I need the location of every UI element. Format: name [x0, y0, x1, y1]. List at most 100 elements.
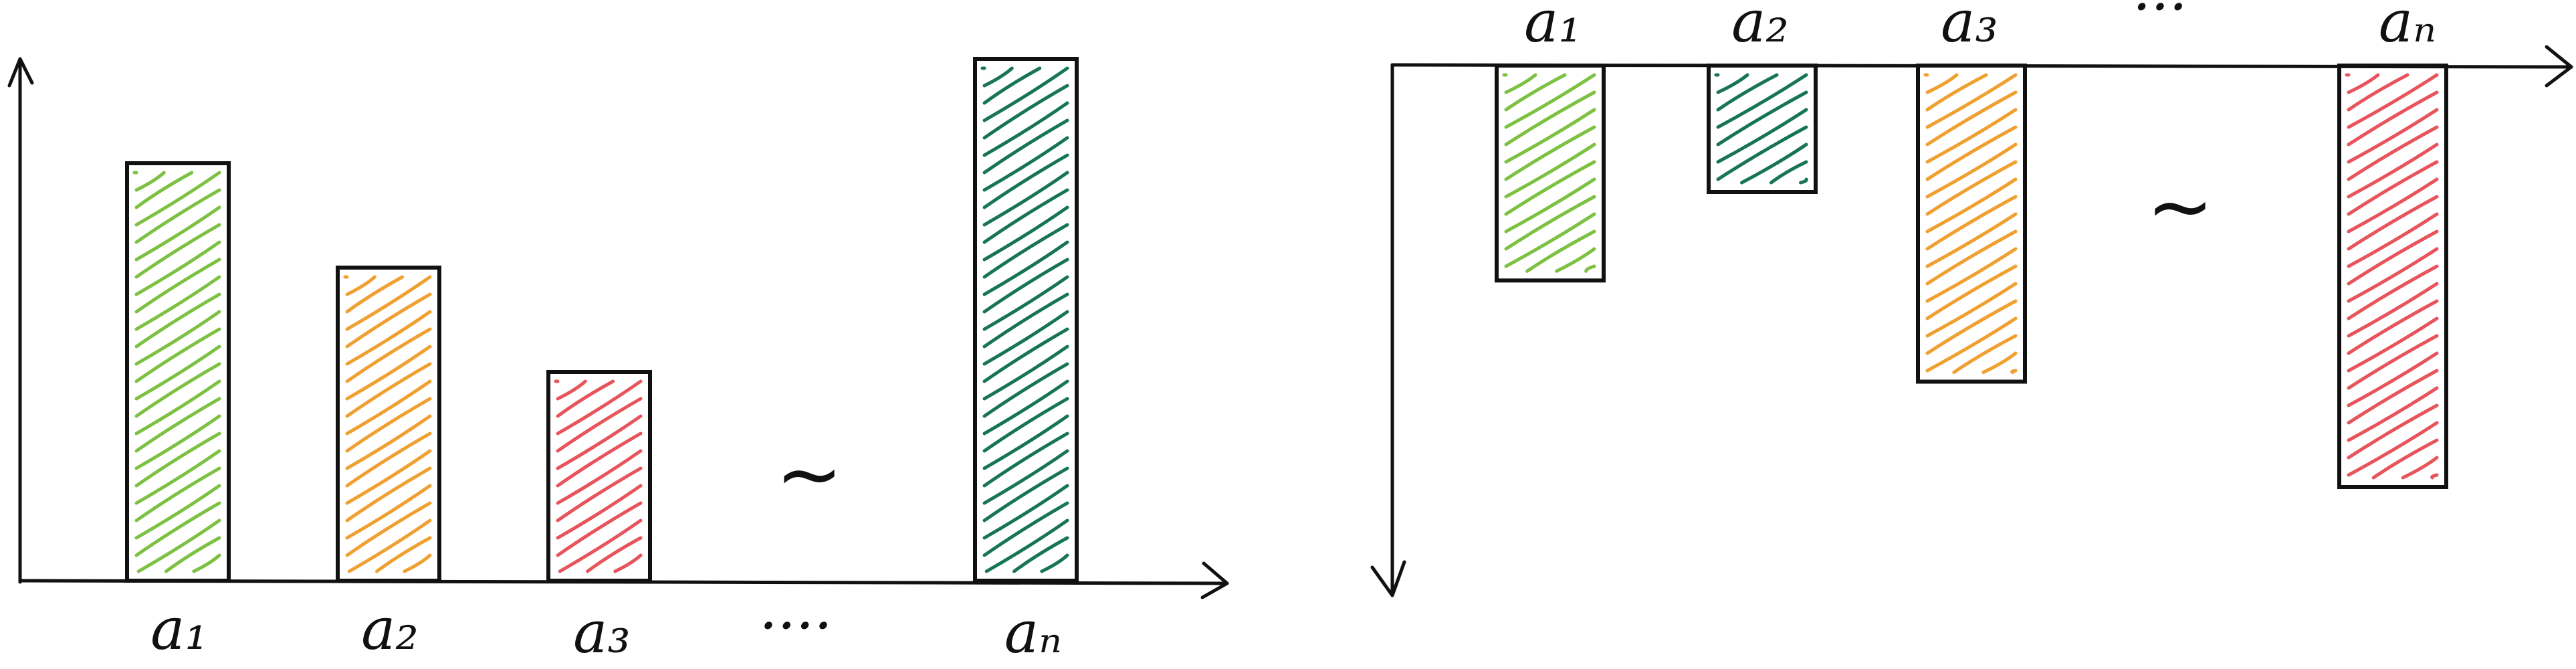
hatch-stroke: [982, 345, 1069, 401]
hatch-stroke: [134, 432, 221, 488]
hatch-stroke: [345, 310, 432, 366]
hatch-stroke: [982, 449, 1069, 505]
right-bar-1-hatching: [1502, 73, 1596, 273]
hatch-stroke: [134, 449, 221, 505]
left-bar-4: [973, 57, 1079, 583]
hatch-stroke: [982, 101, 1069, 157]
hatch-stroke: [982, 66, 1042, 105]
hatch-stroke: [982, 66, 1069, 122]
hatch-stroke: [982, 362, 1069, 418]
hatch-stroke: [2430, 473, 2439, 480]
hatch-stroke: [134, 397, 221, 453]
left-bar-label-2: a₂: [361, 596, 419, 663]
hatch-stroke: [1925, 195, 2018, 251]
hatch-stroke: [345, 414, 432, 470]
hatch-stroke: [1925, 73, 1988, 112]
hatch-stroke: [1716, 108, 1808, 164]
hatch-stroke: [345, 275, 432, 331]
hatch-stroke: [2347, 247, 2439, 303]
hatch-stroke: [345, 397, 432, 453]
hatch-stroke: [134, 171, 166, 192]
hatch-stroke: [1504, 73, 1567, 112]
hatch-stroke: [982, 432, 1069, 488]
hatch-stroke: [1584, 264, 1596, 273]
right-bar-4: [2337, 64, 2448, 489]
hatch-stroke: [1925, 299, 2018, 355]
hatch-stroke: [1716, 73, 1779, 112]
hatch-stroke: [1925, 247, 2018, 303]
hatch-stroke: [134, 275, 221, 331]
hatch-stroke: [2347, 282, 2439, 338]
hatch-stroke: [1981, 351, 2018, 374]
hatch-stroke: [2347, 125, 2439, 181]
hatch-stroke: [556, 449, 643, 505]
hatch-stroke: [982, 240, 1069, 296]
hatch-stroke: [134, 414, 221, 470]
hatch-stroke: [2347, 90, 2439, 147]
hatch-stroke: [2347, 73, 2439, 129]
hatch-stroke: [1504, 125, 1596, 181]
hatch-stroke: [556, 397, 643, 453]
hatch-stroke: [134, 240, 221, 296]
right-tilde: ~: [2147, 161, 2214, 254]
hatch-stroke: [192, 553, 221, 573]
hatch-stroke: [1504, 108, 1596, 164]
left-bar-3: [546, 370, 652, 583]
hatch-stroke: [558, 518, 643, 573]
hatch-stroke: [134, 362, 221, 418]
right-bar-label-n: aₙ: [2379, 0, 2436, 56]
hatch-stroke: [2347, 403, 2439, 460]
hatch-stroke: [2347, 299, 2439, 355]
hatch-stroke: [1925, 177, 2018, 233]
hatch-stroke: [982, 136, 1069, 192]
left-bar-3-hatching: [554, 379, 643, 573]
hatch-stroke: [556, 432, 643, 488]
hatch-stroke: [984, 518, 1069, 573]
right-bar-group: [1495, 64, 2448, 489]
hatch-stroke: [982, 501, 1069, 557]
hatch-stroke: [1925, 73, 2018, 129]
hatch-stroke: [2401, 456, 2439, 480]
hatch-stroke: [134, 379, 221, 436]
hatch-stroke: [134, 171, 221, 227]
hatch-stroke: [1769, 160, 1808, 185]
hatch-stroke: [1925, 316, 2018, 373]
right-bar-2-hatching: [1714, 73, 1808, 185]
hatch-stroke: [2347, 108, 2439, 164]
hatch-stroke: [982, 118, 1069, 175]
left-bar-1-hatching: [132, 171, 221, 573]
hatch-stroke: [556, 466, 643, 522]
hatch-stroke: [134, 310, 221, 366]
hatch-stroke: [136, 518, 221, 573]
hatch-stroke: [2347, 316, 2439, 373]
hatch-stroke: [1925, 160, 2018, 216]
left-labels: a₁ a₂ a₃ ···· aₙ ~: [150, 428, 1062, 666]
hatch-stroke: [2371, 438, 2439, 480]
hatch-stroke: [1740, 142, 1808, 185]
hatch-stroke: [1716, 125, 1808, 181]
hatch-stroke: [134, 258, 221, 314]
hatch-stroke: [345, 466, 432, 522]
hatch-stroke: [586, 536, 643, 573]
left-bar-4-hatching: [980, 66, 1069, 573]
hatch-stroke: [982, 466, 1069, 522]
left-ellipsis: ····: [759, 593, 832, 660]
left-x-axis-arrowhead: [1200, 561, 1229, 599]
hatch-stroke: [345, 449, 432, 505]
hatch-stroke: [345, 501, 432, 557]
hatch-stroke: [2347, 229, 2439, 286]
hatch-stroke: [2347, 351, 2439, 407]
hatch-stroke: [2347, 369, 2439, 425]
hatch-stroke: [1925, 264, 2018, 320]
hatch-stroke: [345, 432, 432, 488]
hatch-stroke: [982, 484, 1069, 540]
hatch-stroke: [2347, 212, 2439, 268]
hatch-stroke: [556, 379, 587, 401]
left-bar-label-3: a₃: [573, 599, 631, 666]
hatch-stroke: [982, 379, 1069, 436]
hatch-stroke: [1925, 125, 2018, 181]
hatch-stroke: [982, 171, 1069, 227]
hatch-stroke: [1925, 108, 2018, 164]
left-bar-1: [125, 161, 231, 583]
